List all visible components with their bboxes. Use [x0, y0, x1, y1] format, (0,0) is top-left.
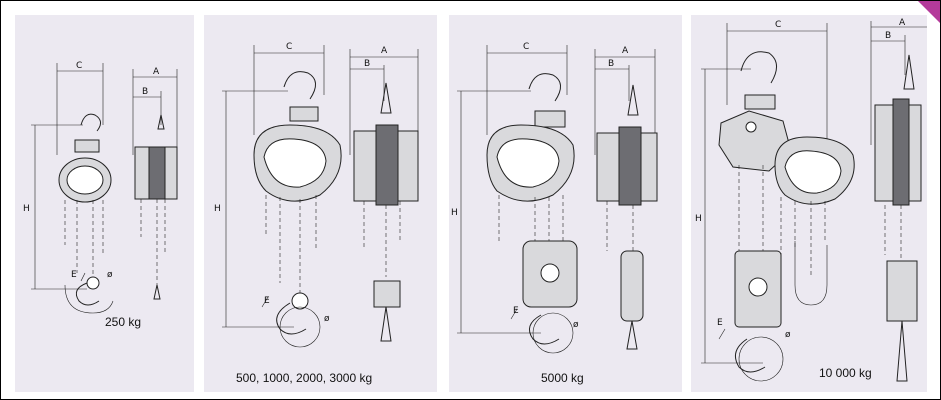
- capacity-caption: 5000 kg: [541, 371, 584, 385]
- capacity-caption: 10 000 kg: [819, 366, 872, 380]
- dim-label-b: B: [142, 87, 148, 97]
- dim-label-c: C: [775, 20, 781, 30]
- dim-label-e: E: [513, 306, 519, 316]
- dim-label-phi: ø: [785, 330, 791, 340]
- dim-label-phi: ø: [107, 270, 113, 280]
- dim-label-a: A: [622, 46, 629, 56]
- dim-label-h: H: [451, 208, 458, 218]
- dim-label-phi: ø: [324, 314, 330, 324]
- capacity-caption: 250 kg: [105, 315, 142, 329]
- dim-label-b: B: [364, 59, 370, 69]
- panel-5000kg: C H E ø: [449, 15, 682, 392]
- dim-label-h: H: [695, 214, 702, 224]
- panel-10000kg: C H: [691, 15, 927, 392]
- dim-label-h: H: [214, 204, 221, 214]
- dim-label-b: B: [608, 59, 614, 69]
- panel-500-3000kg: C H E ø: [204, 15, 437, 392]
- dim-label-c: C: [286, 42, 292, 52]
- dim-label-a: A: [153, 67, 160, 77]
- corner-accent: [918, 1, 940, 23]
- dim-label-a: A: [899, 18, 906, 28]
- capacity-caption: 500, 1000, 2000, 3000 kg: [236, 371, 373, 385]
- dim-label-e: E: [264, 296, 270, 306]
- dim-label-e: E: [717, 318, 723, 328]
- hoist-drawing-500-3000kg: C H E ø: [214, 42, 419, 348]
- hoist-drawing-10000kg: C H: [695, 18, 927, 382]
- hoist-drawing-5000kg: C H E ø: [451, 42, 658, 354]
- dim-label-e: E: [71, 270, 77, 280]
- dim-label-c: C: [523, 42, 529, 52]
- dim-label-b: B: [885, 31, 891, 41]
- hoist-drawing-250kg: C H E ø: [23, 61, 178, 314]
- dim-label-c: C: [76, 61, 82, 71]
- dim-label-phi: ø: [573, 320, 579, 330]
- dim-label-a: A: [381, 46, 388, 56]
- dim-label-h: H: [23, 204, 30, 214]
- panel-250kg: C H E ø: [15, 15, 194, 392]
